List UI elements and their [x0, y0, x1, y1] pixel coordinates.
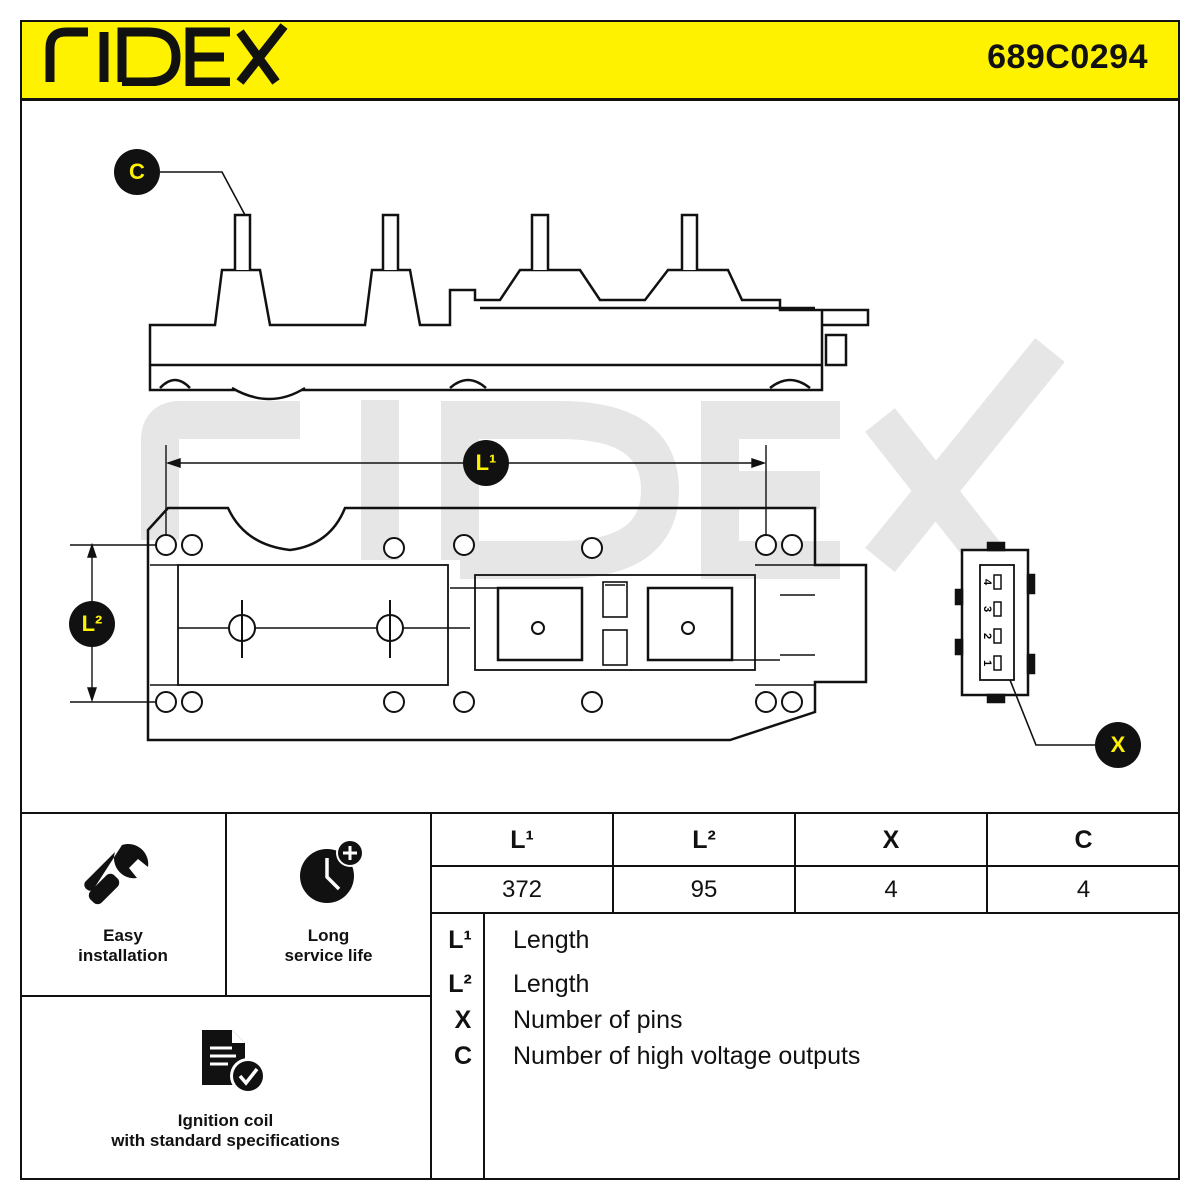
legend-key-l2: L² — [448, 970, 472, 998]
feature-standard-line2: with standard specifications — [111, 1131, 340, 1150]
wrench-icon — [84, 844, 149, 905]
feature-easy-installation: Easy installation — [20, 926, 226, 966]
callout-l2-label: L² — [81, 611, 103, 636]
callout-l2-badge — [69, 601, 115, 647]
spec-header-l2: L² — [692, 826, 716, 854]
terminal-crosses — [241, 600, 391, 658]
document-check-icon — [202, 1030, 266, 1094]
ridex-logo — [45, 23, 288, 86]
feature-long-line1: Long — [307, 926, 350, 945]
callout-x-leader — [1009, 679, 1095, 746]
legend-desc-l1: Length — [513, 926, 590, 954]
feature-standard-specs: Ignition coil with standard specificatio… — [20, 1111, 431, 1151]
callout-c-badge — [114, 149, 160, 195]
callout-x-label: X — [1110, 732, 1126, 757]
legend-key-l1: L¹ — [448, 926, 472, 954]
pin-label-4: 4 — [981, 579, 993, 586]
feature-easy-line1: Easy — [103, 926, 143, 945]
callout-c-leader — [160, 171, 246, 216]
feature-standard-line1: Ignition coil — [177, 1111, 274, 1130]
callout-x-badge — [1095, 722, 1141, 768]
legend-key-c: C — [453, 1042, 473, 1070]
pin-label-1: 1 — [981, 660, 993, 666]
callout-l1-label: L¹ — [475, 450, 497, 475]
spec-value-x: 4 — [884, 876, 898, 903]
spec-value-l2: 95 — [690, 876, 718, 903]
connector-pinout — [954, 541, 1036, 704]
feature-long-line2: service life — [284, 946, 373, 965]
pin-label-2: 2 — [981, 633, 993, 639]
feature-long-service-life: Long service life — [226, 926, 431, 966]
ridex-watermark — [141, 338, 1065, 579]
spec-header-c: C — [1074, 826, 1093, 854]
legend-desc-l2: Length — [513, 970, 590, 998]
spec-value-l1: 372 — [501, 876, 543, 903]
legend-desc-x: Number of pins — [513, 1006, 683, 1034]
spec-value-c: 4 — [1076, 876, 1091, 903]
spec-header-l1: L¹ — [510, 826, 534, 854]
legend-key-x: X — [454, 1006, 472, 1034]
pin-label-3: 3 — [981, 606, 993, 612]
part-number: 689C0294 — [987, 38, 1148, 76]
spec-header-x: X — [882, 826, 900, 854]
top-view — [146, 506, 868, 742]
callout-l1-badge — [463, 440, 509, 486]
feature-easy-line2: installation — [78, 946, 168, 965]
legend-desc-c: Number of high voltage outputs — [513, 1042, 861, 1070]
callout-c-label: C — [129, 159, 145, 184]
info-grid — [20, 812, 1180, 1180]
side-view — [148, 213, 870, 401]
clock-plus-icon — [300, 839, 364, 903]
